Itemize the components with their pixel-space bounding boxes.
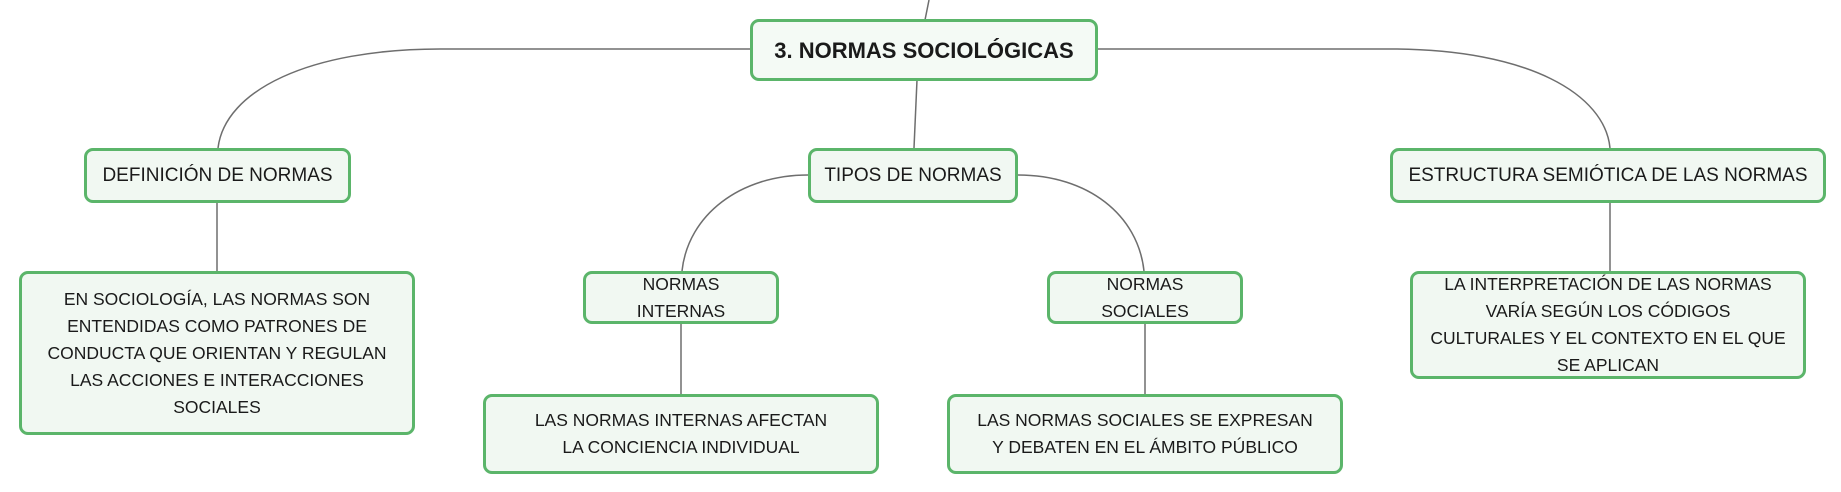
- normas-sociales-detail-text: LAS NORMAS SOCIALES SE EXPRESAN Y DEBATE…: [977, 410, 1313, 457]
- root-topic-label: 3. NORMAS SOCIOLÓGICAS: [774, 37, 1074, 63]
- normas-internas-node[interactable]: NORMAS INTERNAS: [583, 271, 779, 324]
- estructura-detail-node[interactable]: LA INTERPRETACIÓN DE LAS NORMAS VARÍA SE…: [1410, 271, 1806, 379]
- normas-sociales-node[interactable]: NORMAS SOCIALES: [1047, 271, 1243, 324]
- normas-sociales-detail-node[interactable]: LAS NORMAS SOCIALES SE EXPRESAN Y DEBATE…: [947, 394, 1343, 474]
- tipos-label: TIPOS DE NORMAS: [824, 165, 1002, 186]
- definicion-detail-text: EN SOCIOLOGÍA, LAS NORMAS SON ENTENDIDAS…: [47, 288, 387, 417]
- normas-internas-label: NORMAS INTERNAS: [636, 273, 726, 321]
- definicion-label: DEFINICIÓN DE NORMAS: [102, 165, 333, 186]
- definicion-node[interactable]: DEFINICIÓN DE NORMAS: [84, 148, 351, 203]
- tipos-node[interactable]: TIPOS DE NORMAS: [808, 148, 1018, 203]
- connector-root-parent: [924, 0, 930, 21]
- normas-internas-detail-node[interactable]: LAS NORMAS INTERNAS AFECTAN LA CONCIENCI…: [483, 394, 879, 474]
- root-topic-node[interactable]: 3. NORMAS SOCIOLÓGICAS: [750, 19, 1098, 81]
- connector-root-definicion: [217, 48, 752, 149]
- estructura-detail-text: LA INTERPRETACIÓN DE LAS NORMAS VARÍA SE…: [1430, 274, 1786, 375]
- definicion-detail-node[interactable]: EN SOCIOLOGÍA, LAS NORMAS SON ENTENDIDAS…: [19, 271, 415, 435]
- estructura-node[interactable]: ESTRUCTURA SEMIÓTICA DE LAS NORMAS: [1390, 148, 1826, 203]
- connector-root-tipos: [913, 79, 918, 149]
- normas-internas-detail-text: LAS NORMAS INTERNAS AFECTAN LA CONCIENCI…: [534, 410, 828, 457]
- connector-tipos-internas: [681, 174, 809, 272]
- connector-tipos-sociales: [1017, 174, 1145, 272]
- estructura-label: ESTRUCTURA SEMIÓTICA DE LAS NORMAS: [1408, 165, 1808, 186]
- normas-sociales-label: NORMAS SOCIALES: [1101, 273, 1189, 321]
- connector-root-estructura: [1096, 48, 1611, 149]
